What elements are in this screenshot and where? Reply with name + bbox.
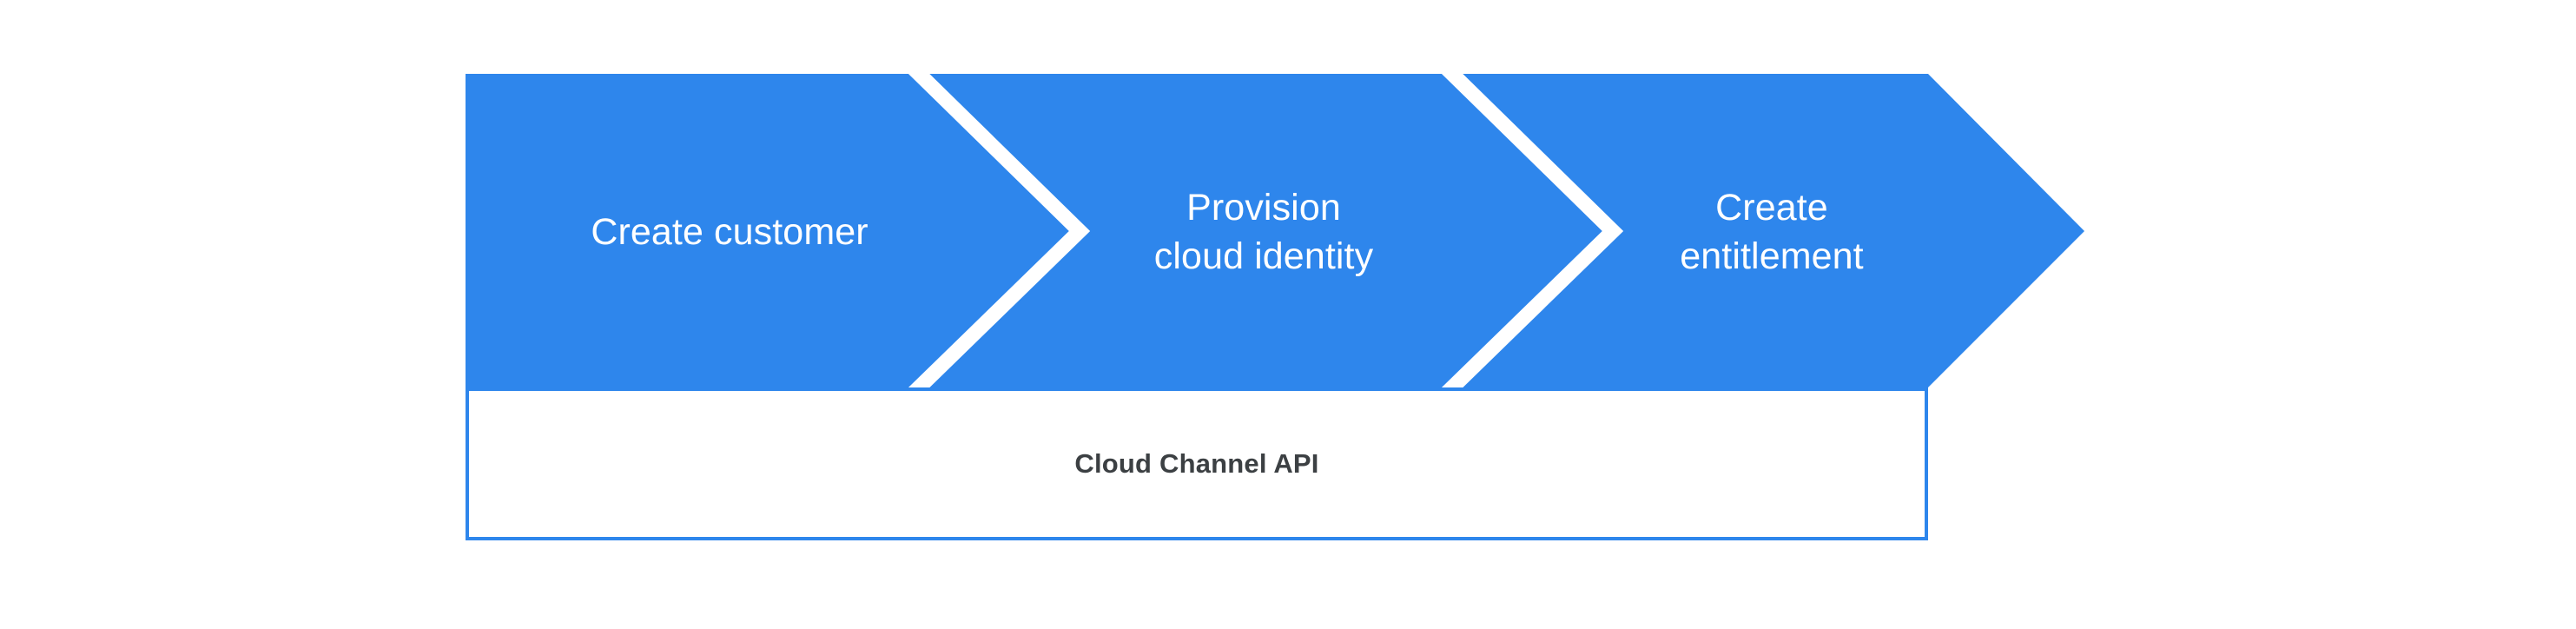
flow-step-create-entitlement[interactable]: Create entitlement — [1680, 187, 1864, 277]
cloud-channel-api-label: Cloud Channel API — [1074, 448, 1319, 479]
flow-step-provision-cloud-identity[interactable]: Provision cloud identity — [1153, 187, 1374, 277]
flow-step-create-customer[interactable]: Create customer — [591, 211, 869, 254]
cloud-channel-api-bar[interactable]: Cloud Channel API — [466, 387, 1928, 540]
